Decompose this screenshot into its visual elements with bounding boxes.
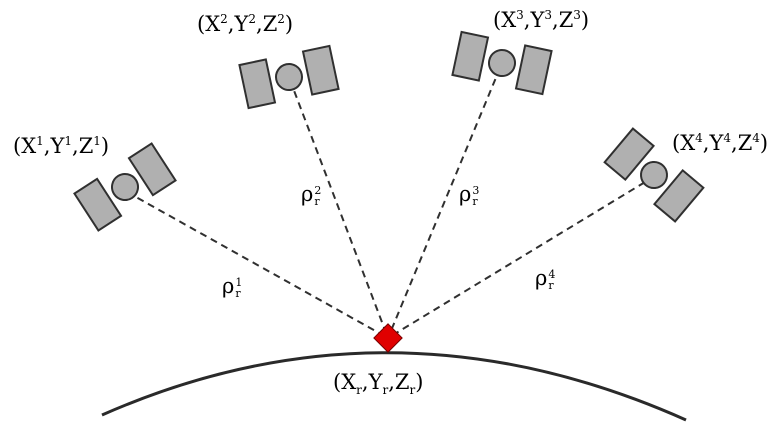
range-line-1 (126, 191, 389, 339)
satellite-2-icon (238, 44, 340, 110)
range-line-4 (387, 175, 656, 339)
receiver-marker-icon (373, 323, 403, 353)
range-line-2 (289, 79, 389, 339)
satellite-1-coord-label: (X1,Y1,Z1) (13, 134, 110, 158)
satellite-2-coord-label: (X2,Y2,Z2) (197, 12, 294, 36)
satellite-3-coord-label: (X3,Y3,Z3) (493, 8, 590, 32)
range-line-3 (387, 67, 501, 339)
satellite-4-coord-label: (X4,Y4,Z4) (672, 131, 769, 155)
satellite-1-icon (73, 142, 177, 232)
satellite-4-icon (603, 127, 705, 223)
satellite-3-icon (451, 30, 553, 96)
receiver-coord-label: (Xr,Yr,Zr) (333, 370, 424, 398)
earth-surface-arc (101, 351, 687, 422)
